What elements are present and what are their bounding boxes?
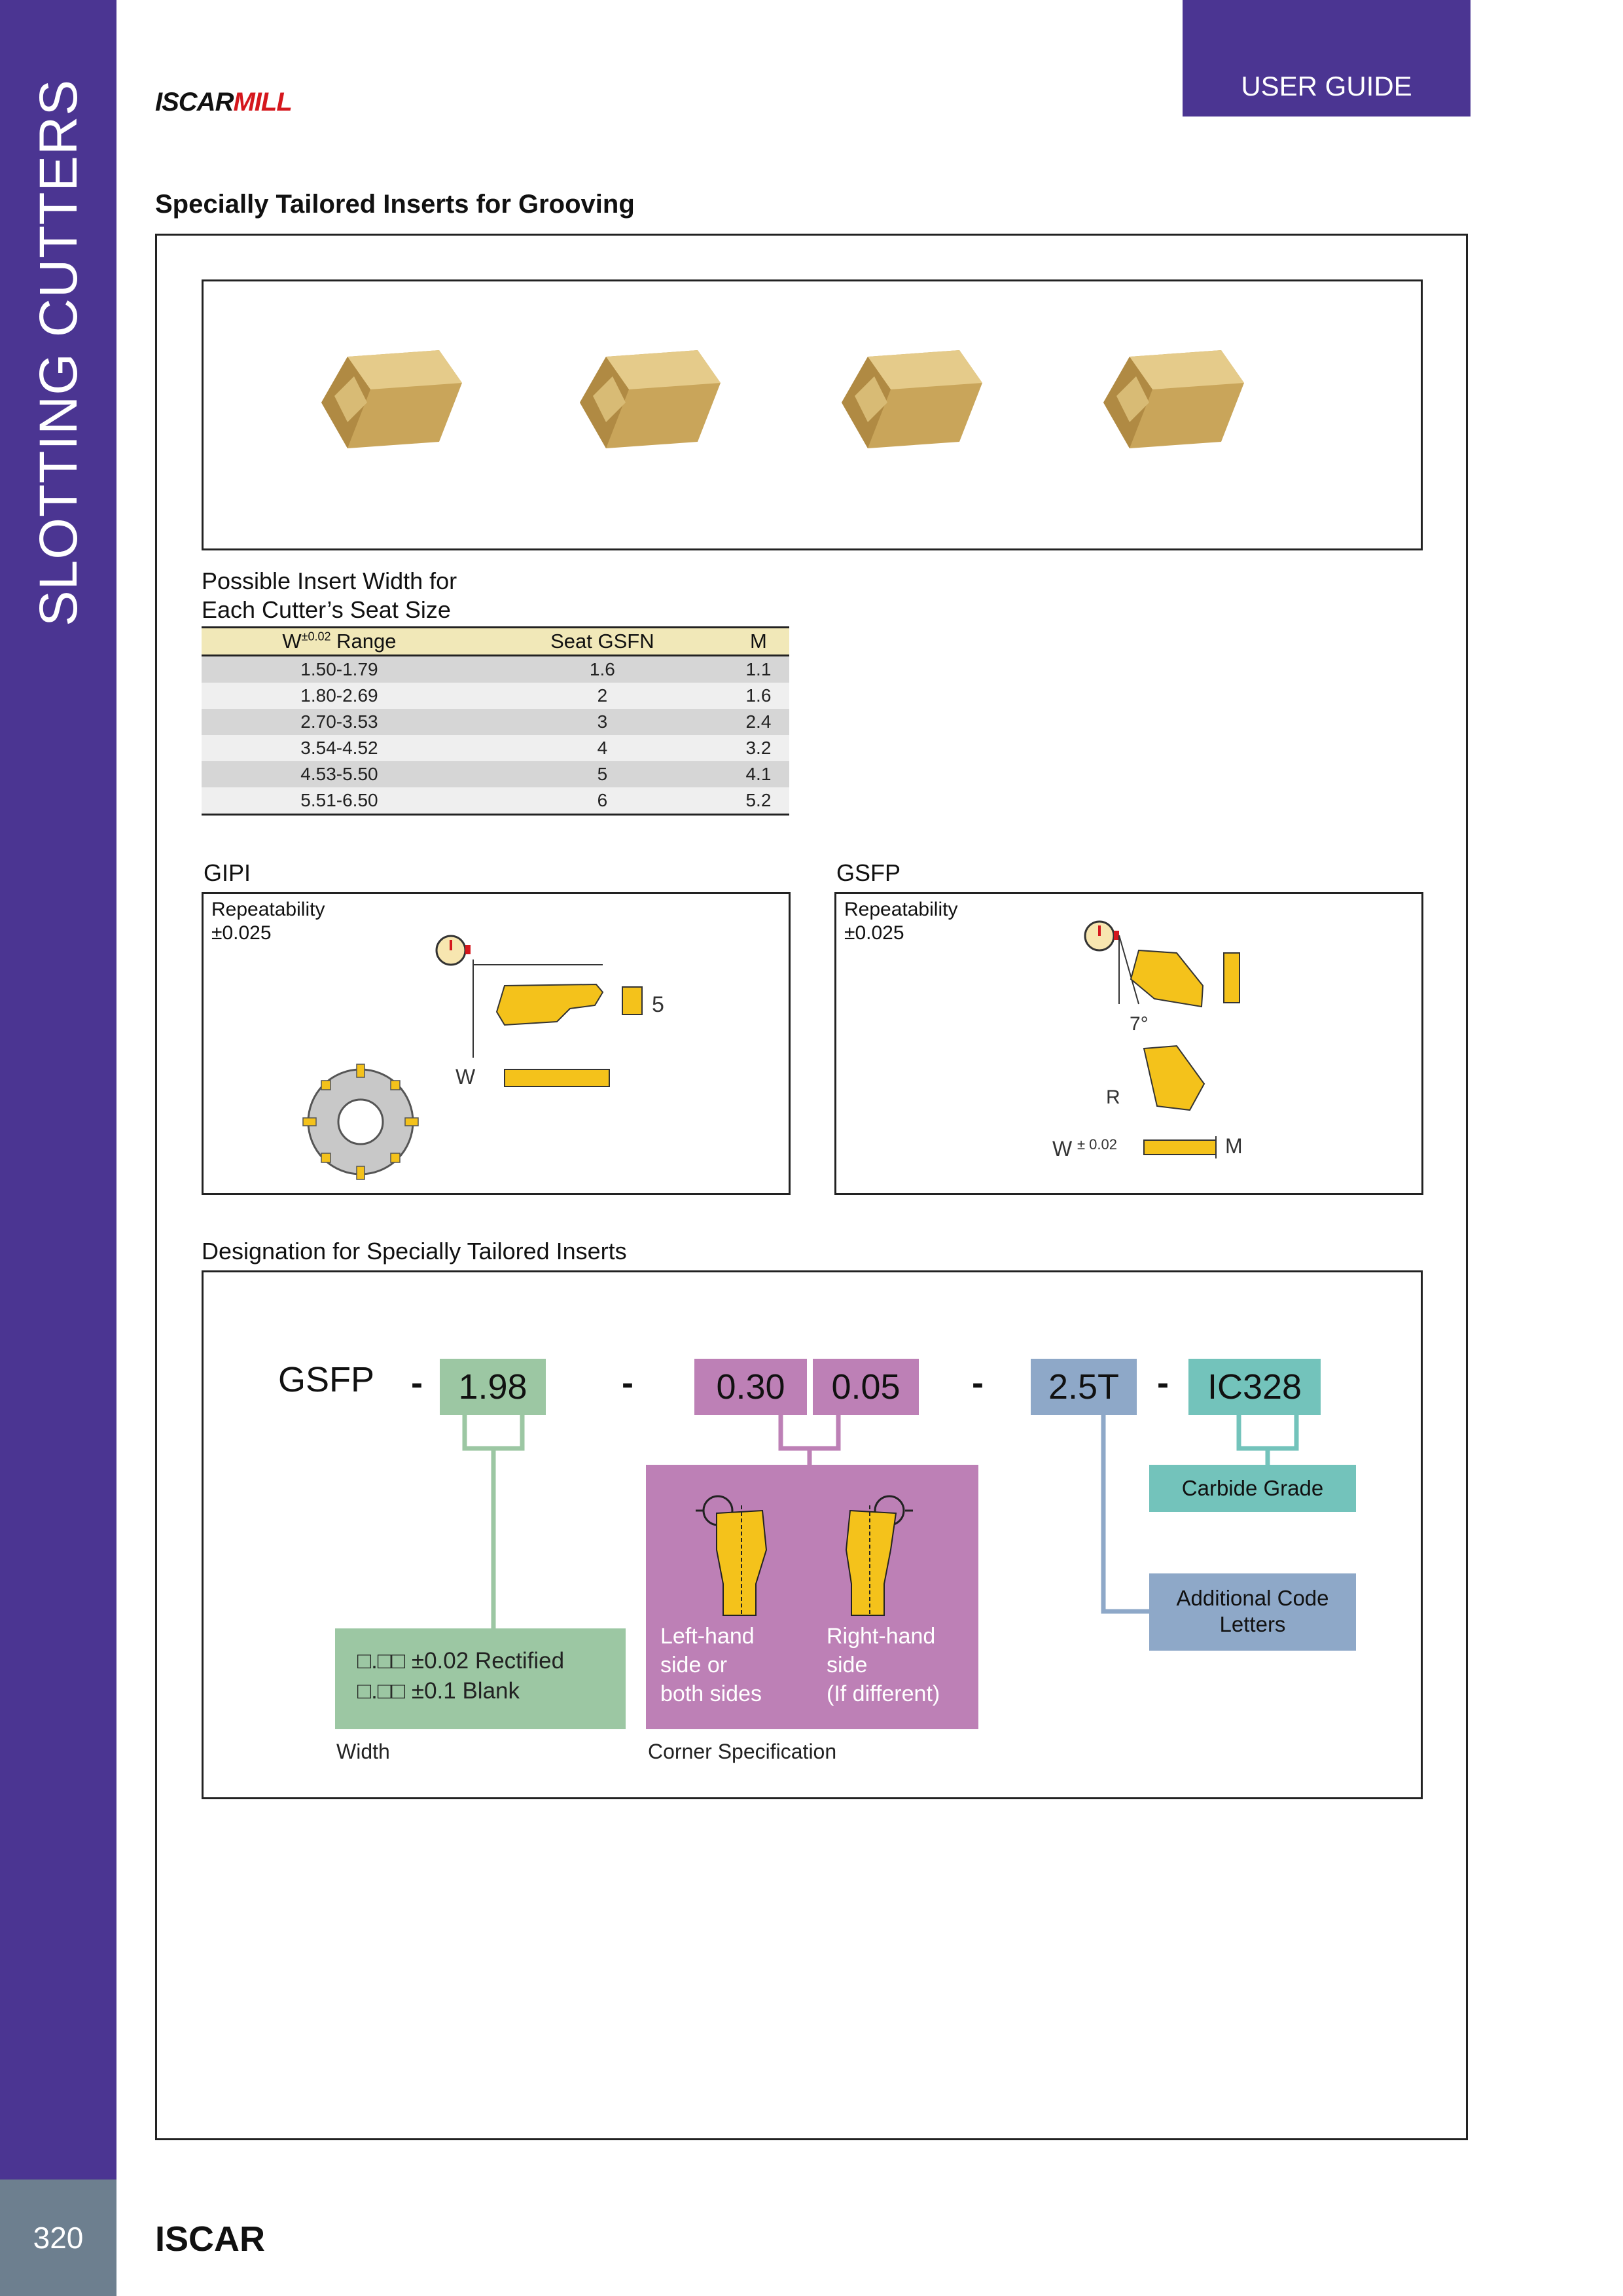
designation-title: Designation for Specially Tailored Inser… <box>202 1238 627 1265</box>
additional-code-label: Additional Code Letters <box>1149 1573 1356 1651</box>
user-guide-label: USER GUIDE <box>1241 71 1412 101</box>
gsfp-diagram: Repeatability ±0.025 7° R W ± 0.02 M <box>834 892 1423 1195</box>
svg-text:7°: 7° <box>1130 1013 1149 1035</box>
inserts-photo <box>202 279 1423 550</box>
table-heading-line2: Each Cutter’s Seat Size <box>202 596 451 623</box>
brand-logo-iscar: ISCAR <box>155 88 234 117</box>
brand-logo: ISCARMILL <box>155 88 293 117</box>
gipi-drawing: 5 W <box>302 935 664 1180</box>
section-title-vertical: SLOTTING CUTTERS <box>29 79 88 627</box>
width-blank: □.□□ ±0.1 Blank <box>357 1678 520 1704</box>
gsfp-repeatability: Repeatability ±0.025 <box>844 899 958 944</box>
page-number: 320 <box>33 2221 84 2255</box>
width-legend-box: □.□□ ±0.02 Rectified □.□□ ±0.1 Blank <box>335 1628 626 1729</box>
insert-image <box>842 350 982 448</box>
corner-right-code-box: 0.05 <box>813 1359 919 1415</box>
page-number-box <box>0 2179 116 2296</box>
separator-dash: - <box>411 1363 423 1403</box>
insert-image <box>580 350 721 448</box>
corner-label: Corner Specification <box>648 1740 837 1763</box>
separator-dash: - <box>1157 1363 1169 1403</box>
svg-text:W: W <box>1052 1137 1073 1160</box>
corner-insert-icons <box>696 1495 913 1616</box>
svg-text:R: R <box>1106 1086 1120 1108</box>
insert-image <box>1103 350 1244 448</box>
svg-text:W: W <box>455 1065 476 1088</box>
sidebar <box>0 0 116 2179</box>
insert-image <box>321 350 462 448</box>
gipi-diagram: Repeatability ±0.025 5 W <box>202 892 791 1195</box>
left-hand-text: Left-hand side or both sides <box>660 1624 762 1706</box>
gipi-repeatability: Repeatability ±0.025 <box>211 899 325 944</box>
right-hand-text: Right-hand side (If different) <box>827 1624 940 1706</box>
additional-code-box: 2.5T <box>1031 1359 1137 1415</box>
grade-code-box: IC328 <box>1188 1359 1321 1415</box>
content-frame <box>155 234 1468 2140</box>
svg-text:5: 5 <box>652 992 664 1017</box>
separator-dash: - <box>622 1363 633 1403</box>
separator-dash: - <box>972 1363 984 1403</box>
carbide-grade-label: Carbide Grade <box>1149 1465 1356 1512</box>
svg-text:M: M <box>1225 1134 1243 1158</box>
col-header-m: M <box>727 626 789 656</box>
footer-brand: ISCAR <box>155 2219 266 2259</box>
width-rectified: □.□□ ±0.02 Rectified <box>357 1648 565 1674</box>
gsfp-drawing: 7° R W ± 0.02 M <box>1052 920 1243 1160</box>
page-title: Specially Tailored Inserts for Grooving <box>155 190 635 219</box>
designation-prefix: GSFP <box>278 1360 375 1399</box>
col-header-range: W±0.02 Range <box>202 626 477 656</box>
table-heading-line1: Possible Insert Width for <box>202 567 457 594</box>
width-code-box: 1.98 <box>440 1359 546 1415</box>
designation-box <box>202 1270 1423 1799</box>
gipi-title: GIPI <box>204 859 251 886</box>
corner-legend-box: Left-hand side or both sides Right-hand … <box>646 1465 978 1729</box>
col-header-seat: Seat GSFN <box>476 626 728 656</box>
user-guide-tab <box>1183 0 1471 117</box>
corner-left-code-box: 0.30 <box>694 1359 807 1415</box>
svg-text:± 0.02: ± 0.02 <box>1077 1136 1117 1153</box>
brand-logo-mill: MILL <box>233 88 292 117</box>
width-label: Width <box>336 1740 390 1763</box>
gsfp-title: GSFP <box>836 859 901 886</box>
